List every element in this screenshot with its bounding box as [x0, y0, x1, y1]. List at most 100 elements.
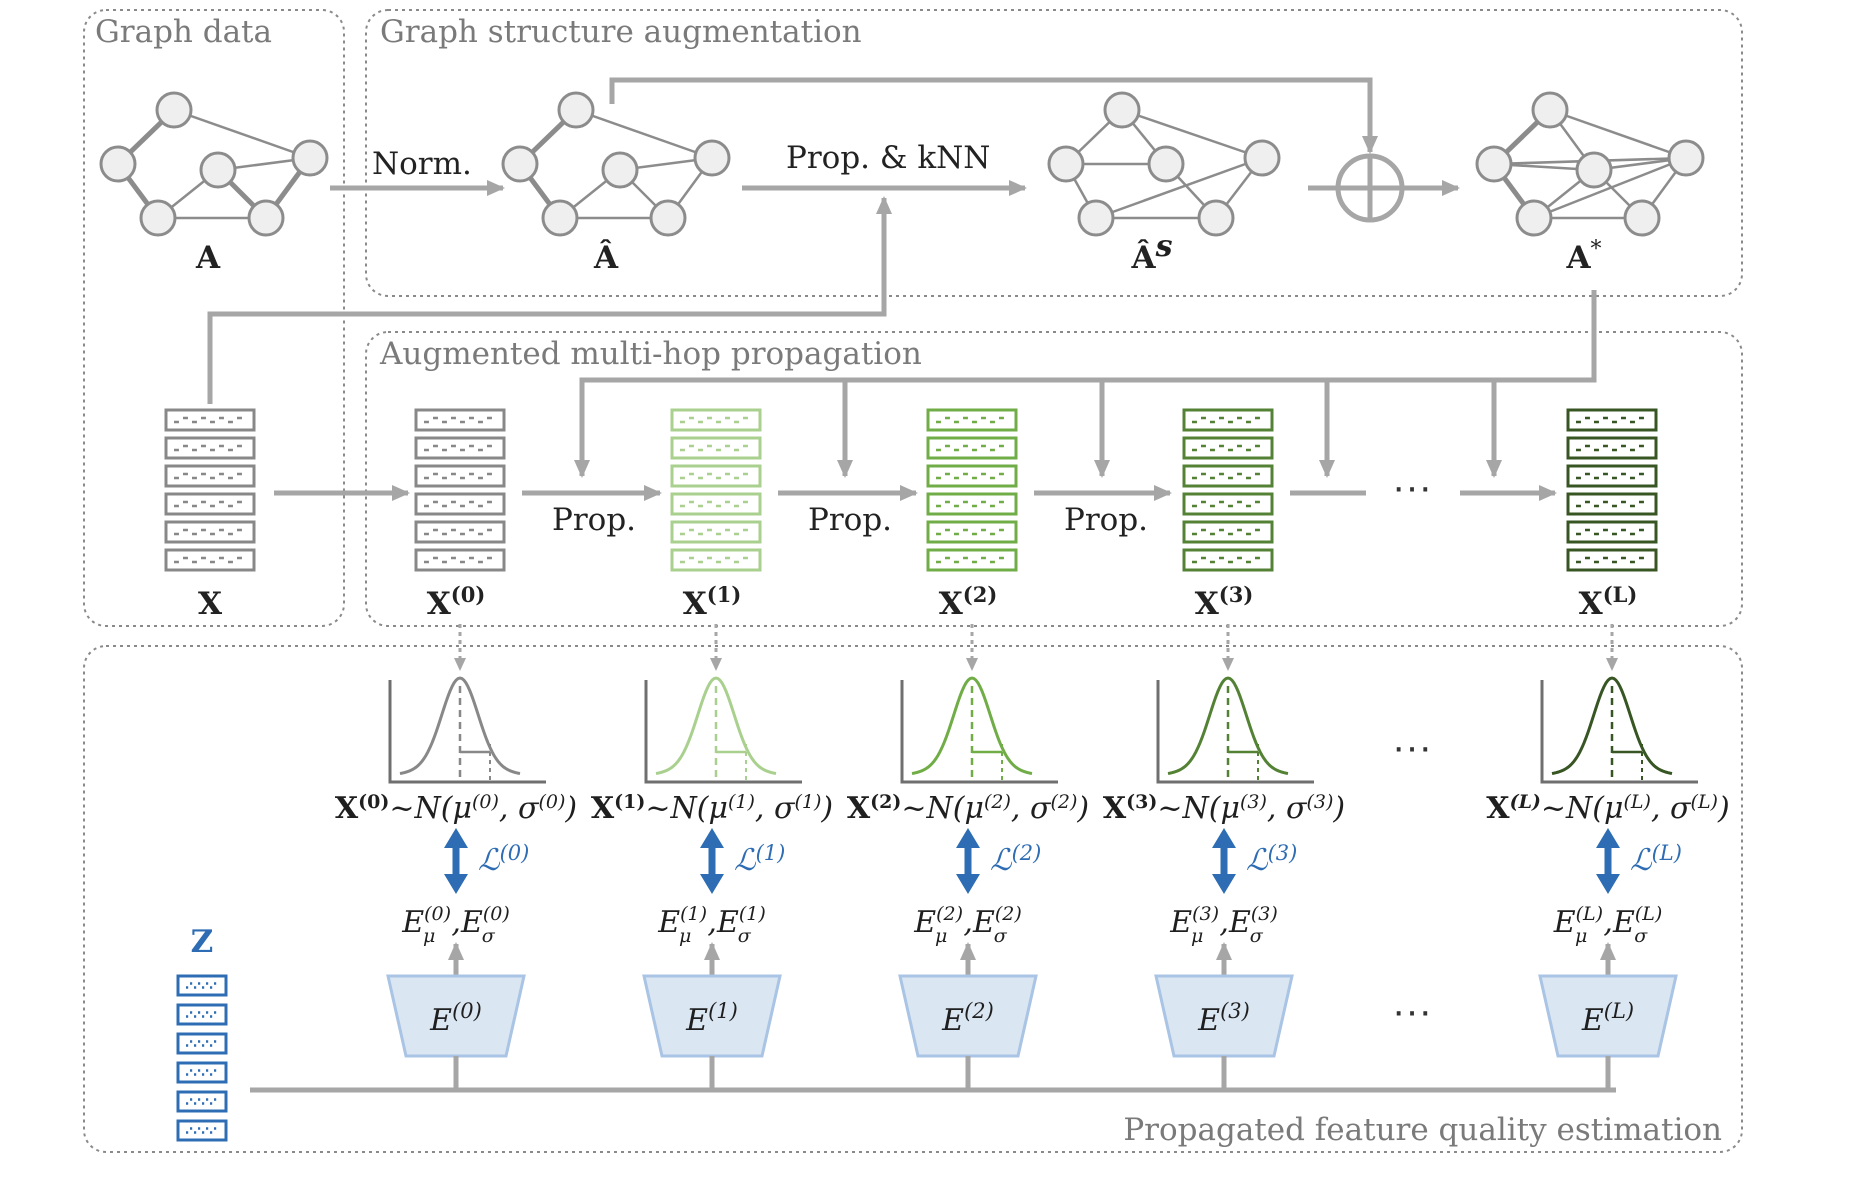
- stack-x1-row: [670, 436, 762, 460]
- stack-x-pattern: [174, 500, 242, 508]
- stack-xL-pattern: [1576, 500, 1644, 508]
- propagation-title: Augmented multi-hop propagation: [379, 336, 922, 372]
- graph-a-node: [199, 151, 237, 189]
- encoder-label-L: E(L): [1581, 999, 1634, 1038]
- stack-x2-row: [926, 436, 1018, 460]
- graph-a-hat-s-node: [1077, 199, 1115, 237]
- distribution-label-1: X(1)~N(μ(1), σ(1)): [591, 791, 833, 826]
- graph-a-hat-node: [601, 151, 639, 189]
- stack-xL-pattern: [1576, 416, 1644, 424]
- stack-xL-row: [1566, 492, 1658, 516]
- arrow-x-to-knn: [207, 196, 892, 404]
- stack-x2-row: [926, 548, 1018, 572]
- label-xL: X(L): [1579, 582, 1638, 622]
- curve-axes-1: [644, 680, 802, 784]
- graph-a-node: [247, 199, 285, 237]
- stack-z-row: [176, 1090, 228, 1113]
- graph-a-star-node: [1667, 139, 1705, 177]
- bell-curve-3: [1167, 676, 1289, 776]
- graph-a-star-edge: [1533, 156, 1687, 220]
- encoder-output-1: E(1)μ,E(1)σ: [657, 903, 766, 947]
- stack-xL-pattern: [1576, 472, 1644, 480]
- stack-x1-pattern: [680, 444, 748, 452]
- arrow-astar-bus: [574, 290, 1597, 478]
- graph-a-star-node: [1575, 151, 1613, 189]
- distribution-label-L: X(L)~N(μ(L), σ(L)): [1486, 791, 1729, 826]
- stack-x0-pattern: [424, 472, 492, 480]
- loss-label-L: ℒ(L): [1630, 841, 1682, 878]
- label-x1: X(1): [683, 582, 742, 622]
- bell-curve-1: [655, 676, 777, 776]
- estimation-box: [83, 645, 1743, 1153]
- graph-a-hat-edge: [575, 108, 713, 160]
- graph-a-star-node: [1475, 145, 1513, 183]
- stack-x-row: [164, 464, 256, 488]
- augmentation-box: [365, 9, 1743, 297]
- label-prop-3: Prop.: [1064, 502, 1148, 538]
- stack-xL-pattern: [1576, 556, 1644, 564]
- loss-arrow-up-L: [1596, 828, 1620, 848]
- graph-a-hat-s-node: [1047, 145, 1085, 183]
- graph-a-hat-s-node: [1103, 91, 1141, 129]
- encoder-output-0: E(0)μ,E(0)σ: [401, 903, 510, 947]
- stack-x2-row: [926, 520, 1018, 544]
- label-z: Z: [191, 924, 214, 960]
- stack-x2-row: [926, 492, 1018, 516]
- stack-xL-pattern: [1576, 528, 1644, 536]
- estimation-column-0: X(0)~N(μ(0), σ(0))ℒ(0)E(0)μ,E(0)σE(0): [335, 624, 577, 1090]
- encoder-output-2: E(2)μ,E(2)σ: [913, 903, 1022, 947]
- loss-label-2: ℒ(2): [990, 841, 1041, 878]
- graph-a-edge: [173, 108, 311, 160]
- stack-x3-pattern: [1192, 444, 1260, 452]
- graph-a-hat-s-node: [1243, 139, 1281, 177]
- stack-x3-pattern: [1192, 416, 1260, 424]
- stack-z-pattern: [186, 1098, 217, 1105]
- stack-x2-pattern: [936, 556, 1004, 564]
- stack-x1-row: [670, 492, 762, 516]
- stack-x-pattern: [174, 416, 242, 424]
- curve-axes-3: [1156, 680, 1314, 784]
- stack-x1-pattern: [680, 556, 748, 564]
- label-prop-knn: Prop. & kNN: [786, 140, 990, 176]
- stack-z-pattern: [186, 1069, 217, 1076]
- graph-a-star: [1475, 91, 1705, 237]
- loss-arrow-down-2: [956, 874, 980, 894]
- graph-a-node: [291, 139, 329, 177]
- stack-x1-pattern: [680, 528, 748, 536]
- distribution-label-0: X(0)~N(μ(0), σ(0)): [335, 791, 577, 826]
- stack-x-row: [164, 548, 256, 572]
- loss-arrow-up-0: [444, 828, 468, 848]
- stack-z-row: [176, 1061, 228, 1084]
- graph-a-star-edge: [1549, 108, 1687, 160]
- distribution-label-3: X(3)~N(μ(3), σ(3)): [1103, 791, 1345, 826]
- graph-data-box: [83, 9, 345, 627]
- stack-xL-row: [1566, 520, 1658, 544]
- estimation-column-3: X(3)~N(μ(3), σ(3))ℒ(3)E(3)μ,E(3)σE(3): [1103, 624, 1345, 1090]
- curve-axes-2: [900, 680, 1058, 784]
- label-prop-1: Prop.: [552, 502, 636, 538]
- graph-a-star-node: [1531, 91, 1569, 129]
- encoder-3: [1154, 974, 1294, 1058]
- stack-x0-pattern: [424, 444, 492, 452]
- graph-a-hat: [501, 91, 731, 237]
- stack-x0-row: [414, 464, 506, 488]
- stack-x-row: [164, 520, 256, 544]
- stack-x0-row: [414, 548, 506, 572]
- stack-x1-row: [670, 464, 762, 488]
- graph-label-a-hat-s: Âs: [1131, 229, 1173, 276]
- stack-z-row: [176, 974, 228, 997]
- graph-a-hat-s: [1047, 91, 1281, 237]
- label-norm: Norm.: [372, 146, 472, 182]
- stack-x3-row: [1182, 464, 1274, 488]
- graph-a-hat-node: [541, 199, 579, 237]
- stack-x-pattern: [174, 528, 242, 536]
- stack-z-pattern: [186, 1127, 217, 1134]
- stack-x-row: [164, 492, 256, 516]
- label-x3: X(3): [1195, 582, 1254, 622]
- stack-x0-pattern: [424, 500, 492, 508]
- bell-curve-2: [911, 676, 1033, 776]
- stack-x0-row: [414, 408, 506, 432]
- loss-label-0: ℒ(0): [478, 841, 529, 878]
